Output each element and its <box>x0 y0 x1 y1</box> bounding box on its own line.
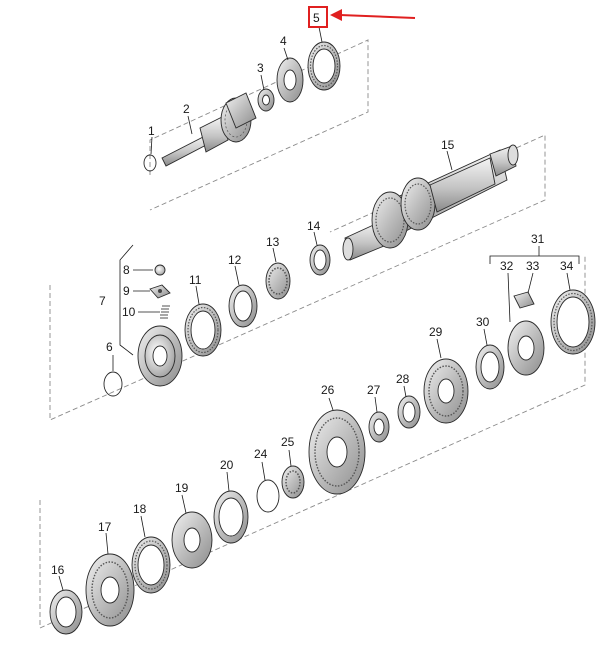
label-16: 16 <box>51 563 65 577</box>
label-33: 33 <box>526 259 540 273</box>
part-4-thrust-washer <box>276 57 304 103</box>
part-2-input-shaft <box>161 92 257 167</box>
part-labels: 1 2 3 4 5 6 7 8 9 10 11 12 13 14 15 16 1… <box>51 11 574 577</box>
part-12-synchro-ring <box>228 284 258 328</box>
part-7-synchro-hub <box>137 325 183 387</box>
label-17: 17 <box>98 520 112 534</box>
label-31: 31 <box>531 232 545 246</box>
label-4: 4 <box>280 34 287 48</box>
part-14-needle-bearing <box>309 244 331 276</box>
label-11: 11 <box>189 273 202 287</box>
label-6: 6 <box>106 340 113 354</box>
highlight-callout <box>308 6 416 28</box>
label-8: 8 <box>123 263 130 277</box>
label-5: 5 <box>313 11 320 25</box>
label-10: 10 <box>122 305 136 319</box>
label-28: 28 <box>396 372 410 386</box>
part-11-synchro-ring <box>184 303 222 357</box>
label-32: 32 <box>500 259 514 273</box>
part-34-sleeve <box>550 289 596 355</box>
label-3: 3 <box>257 61 264 75</box>
label-9: 9 <box>123 284 130 298</box>
part-26-gear <box>308 409 366 495</box>
label-25: 25 <box>281 435 295 449</box>
label-2: 2 <box>183 102 190 116</box>
highlight-box <box>308 6 328 28</box>
part-6-snap-ring <box>103 371 123 397</box>
leader-lines <box>58 26 580 591</box>
part-5-synchro-ring <box>307 41 341 91</box>
label-19: 19 <box>175 481 189 495</box>
part-28-needle-bearing <box>397 395 421 429</box>
part-13-needle-bearing <box>265 262 291 300</box>
part-18-synchro-ring <box>131 536 171 594</box>
label-14: 14 <box>307 219 321 233</box>
label-15: 15 <box>441 138 455 152</box>
part-30-ring <box>475 344 505 390</box>
part-16-bearing <box>49 589 83 635</box>
highlight-arrow <box>339 14 416 19</box>
part-3-needle-bearing <box>257 88 275 112</box>
group-outlines <box>39 39 586 629</box>
label-13: 13 <box>266 235 280 249</box>
label-29: 29 <box>429 325 443 339</box>
part-10-spring <box>160 305 170 319</box>
part-8-ball <box>154 264 166 276</box>
label-7: 7 <box>99 294 106 308</box>
label-18: 18 <box>133 502 147 516</box>
label-20: 20 <box>220 458 234 472</box>
part-17-gear <box>85 553 135 627</box>
part-15-output-shaft <box>342 144 519 261</box>
part-25-needle-bearing <box>281 465 305 499</box>
part-24-snap-ring <box>256 479 280 513</box>
label-34: 34 <box>560 259 574 273</box>
arrowhead-icon <box>330 9 342 21</box>
part-33-shifting-piece <box>513 291 535 309</box>
label-12: 12 <box>228 253 242 267</box>
label-1: 1 <box>148 124 155 138</box>
label-24: 24 <box>254 447 268 461</box>
label-27: 27 <box>367 383 381 397</box>
part-19-hub <box>171 511 213 569</box>
part-32-hub <box>507 320 545 376</box>
label-26: 26 <box>321 383 335 397</box>
part-23-synchro-ring <box>213 490 249 544</box>
part-29-gear <box>423 358 469 424</box>
part-27-washer <box>368 411 390 443</box>
part-9-shifting-piece <box>149 284 171 299</box>
label-30: 30 <box>476 315 490 329</box>
part-1-circlip <box>143 154 157 172</box>
